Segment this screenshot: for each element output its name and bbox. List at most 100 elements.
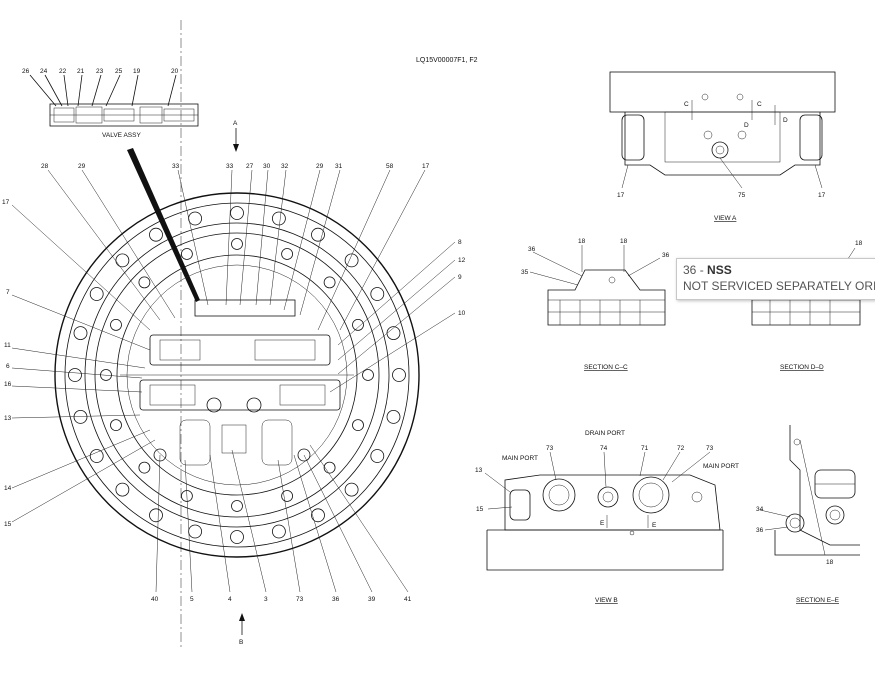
bolt-hole xyxy=(323,276,336,289)
callout[interactable]: 8 xyxy=(458,239,462,246)
callout[interactable]: 24 xyxy=(40,68,48,75)
bolt-hole xyxy=(149,227,163,242)
callout[interactable]: 32 xyxy=(281,163,289,170)
callout[interactable]: 6 xyxy=(6,363,10,370)
callout[interactable]: 13 xyxy=(475,467,483,474)
callout[interactable]: 17 xyxy=(818,192,826,199)
bolt-hole xyxy=(370,287,385,301)
callout[interactable]: 23 xyxy=(96,68,104,75)
callout[interactable]: 28 xyxy=(41,163,49,170)
bolt-hole xyxy=(344,253,359,268)
callout[interactable]: 15 xyxy=(4,521,12,528)
callout[interactable]: 20 xyxy=(171,68,179,75)
callout[interactable]: 17 xyxy=(2,199,10,206)
drawing-id: LQ15V00007F1, F2 xyxy=(416,57,478,64)
callout[interactable]: 73 xyxy=(296,596,304,603)
callout[interactable]: 34 xyxy=(756,506,764,513)
bolt-hole xyxy=(231,500,243,512)
callout[interactable]: 22 xyxy=(59,68,67,75)
callout[interactable]: 11 xyxy=(4,342,11,349)
bolt-hole xyxy=(344,482,359,497)
callout[interactable]: 18 xyxy=(620,238,628,245)
section-ee: 34 36 18 SECTION E–E xyxy=(756,425,860,604)
callout[interactable]: 29 xyxy=(78,163,86,170)
callout[interactable]: 16 xyxy=(4,381,12,388)
bolt-hole xyxy=(180,248,193,260)
tooltip-separator: - xyxy=(699,263,704,277)
callout[interactable]: 33 xyxy=(226,163,234,170)
bolt-hole xyxy=(73,409,88,424)
callout[interactable]: 18 xyxy=(855,240,863,247)
callout[interactable]: 12 xyxy=(458,257,466,264)
bolt-hole xyxy=(68,368,82,382)
callout[interactable]: 5 xyxy=(190,596,194,603)
section-mark: E xyxy=(652,522,657,529)
bolt-hole xyxy=(370,449,385,463)
callout[interactable]: 30 xyxy=(263,163,271,170)
callout[interactable]: 36 xyxy=(756,527,764,534)
callout[interactable]: 3 xyxy=(264,596,268,603)
callout[interactable]: 73 xyxy=(546,445,554,452)
section-ee-caption: SECTION E–E xyxy=(796,597,840,604)
main-callouts: 28 29 33 33 27 30 32 29 31 58 17 17 7 11… xyxy=(2,163,466,603)
callout[interactable]: 9 xyxy=(458,274,462,281)
callout[interactable]: 72 xyxy=(677,445,685,452)
callout[interactable]: 31 xyxy=(335,163,343,170)
main-view: A B xyxy=(54,20,420,650)
callout[interactable]: 18 xyxy=(578,238,586,245)
callout[interactable]: 17 xyxy=(617,192,625,199)
callout[interactable]: 75 xyxy=(738,192,746,199)
callout[interactable]: 40 xyxy=(151,596,159,603)
callout[interactable]: 36 xyxy=(332,596,340,603)
bolt-hole xyxy=(110,419,122,432)
bolt-hole xyxy=(281,490,294,502)
bolt-hole xyxy=(89,449,104,463)
tooltip-code: NSS xyxy=(707,263,732,277)
callout[interactable]: 27 xyxy=(246,163,254,170)
view-a-caption: VIEW A xyxy=(714,215,737,222)
section-mark: D xyxy=(783,117,788,124)
callout[interactable]: 39 xyxy=(368,596,376,603)
callout[interactable]: 41 xyxy=(404,596,412,603)
bolt-hole xyxy=(89,287,104,301)
callout[interactable]: 33 xyxy=(172,163,180,170)
callout[interactable]: 14 xyxy=(4,485,12,492)
callout[interactable]: 74 xyxy=(600,445,608,452)
view-b: DRAIN PORT MAIN PORT MAIN PORT 73 74 71 … xyxy=(475,430,739,604)
bolt-hole xyxy=(110,318,122,331)
callout[interactable]: 29 xyxy=(316,163,324,170)
part-tooltip: 36 - NSS NOT SERVICED SEPARATELY ORI xyxy=(676,258,875,300)
callout[interactable]: 13 xyxy=(4,415,12,422)
callout[interactable]: 71 xyxy=(641,445,649,452)
bolt-hole xyxy=(188,524,203,539)
callout[interactable]: 18 xyxy=(826,559,834,566)
bolt-hole xyxy=(115,482,130,497)
section-mark: C xyxy=(757,101,762,108)
callout[interactable]: 21 xyxy=(77,68,85,75)
pointer-arrow xyxy=(127,148,200,302)
bolt-hole xyxy=(271,211,286,226)
bolt-hole xyxy=(311,508,325,523)
callout[interactable]: 4 xyxy=(228,596,232,603)
callout[interactable]: 26 xyxy=(22,68,30,75)
bolt-hole xyxy=(271,524,286,539)
bolt-hole xyxy=(323,461,336,474)
callout[interactable]: 58 xyxy=(386,163,394,170)
callout[interactable]: 36 xyxy=(528,246,536,253)
callout[interactable]: 10 xyxy=(458,310,466,317)
bolt-hole xyxy=(149,508,163,523)
callout[interactable]: 73 xyxy=(706,445,714,452)
view-a: C C D D 17 75 17 VIEW A xyxy=(609,71,836,222)
callout[interactable]: 7 xyxy=(6,289,10,296)
callout[interactable]: 15 xyxy=(476,506,484,513)
view-b-marker: B xyxy=(239,639,243,646)
section-cc-caption: SECTION C–C xyxy=(584,364,628,371)
bolt-hole xyxy=(352,419,364,432)
callout[interactable]: 17 xyxy=(422,163,430,170)
callout[interactable]: 25 xyxy=(115,68,123,75)
callout[interactable]: 35 xyxy=(521,269,529,276)
bolt-hole xyxy=(138,276,151,289)
callout[interactable]: 36 xyxy=(662,252,670,259)
bolt-hole xyxy=(352,318,364,331)
callout[interactable]: 19 xyxy=(133,68,141,75)
